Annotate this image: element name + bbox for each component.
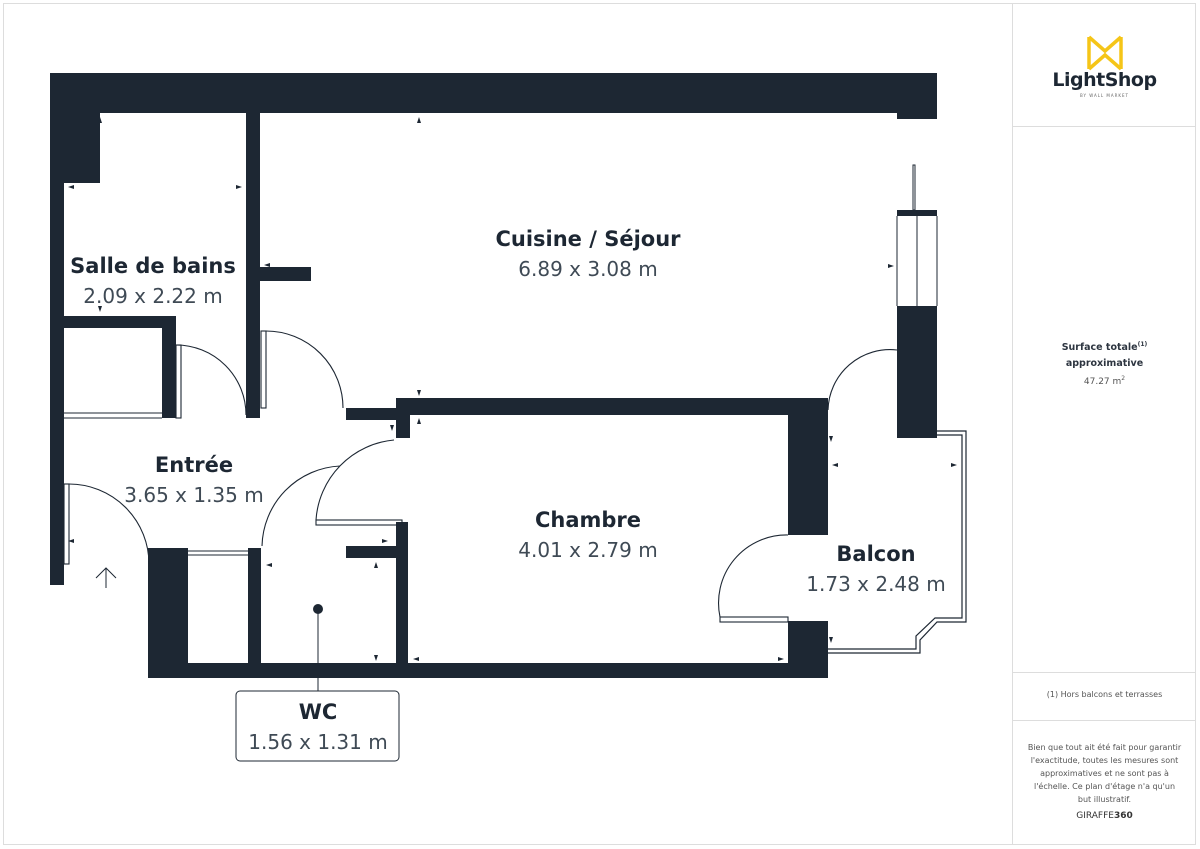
surface-section: Surface totale(1) approximative 47.27 m2 (1013, 127, 1196, 673)
room-dims-salle-de-bains: 2.09 x 2.22 m (83, 284, 222, 308)
giraffe360-brand: GIRAFFE360 (1013, 811, 1196, 821)
room-name-balcon: Balcon (836, 542, 915, 566)
room-dims-balcon: 1.73 x 2.48 m (806, 572, 945, 596)
surface-label-line1: Surface totale (1061, 342, 1138, 354)
giraffe360-bold: 360 (1113, 811, 1133, 821)
surface-label-line2: approximative (1065, 358, 1144, 370)
sidebar: LightShop BY WALL MARKET Surface totale(… (1012, 3, 1196, 845)
room-dims-wc: 1.56 x 1.31 m (248, 730, 387, 754)
giraffe360-light: GIRAFFE (1076, 811, 1114, 821)
room-dims-cuisine-sejour: 6.89 x 3.08 m (518, 257, 657, 281)
lightshop-logo-icon (1087, 35, 1123, 71)
logo-section: LightShop BY WALL MARKET (1013, 3, 1196, 127)
footnote: (1) Hors balcons et terrasses (1046, 690, 1163, 699)
surface-value-number: 47.27 m (1083, 377, 1122, 387)
balcony-outline (828, 430, 967, 654)
brand-name: LightShop (1052, 69, 1157, 91)
room-labels: Salle de bains 2.09 x 2.22 m Cuisine / S… (70, 227, 946, 754)
entrance-arrow-icon (95, 567, 117, 588)
disclaimer-section: Bien que tout ait été fait pour garantir… (1013, 721, 1196, 845)
wc-leader (313, 604, 323, 691)
room-dims-chambre: 4.01 x 2.79 m (518, 538, 657, 562)
surface-value-sup: 2 (1121, 375, 1126, 382)
room-name-entree: Entrée (155, 453, 233, 477)
note-section: (1) Hors balcons et terrasses (1013, 673, 1196, 721)
wc-label-box (235, 690, 400, 762)
room-dims-entree: 3.65 x 1.35 m (124, 483, 263, 507)
room-name-chambre: Chambre (535, 508, 641, 532)
room-name-wc: WC (299, 700, 338, 724)
page-frame (3, 3, 1196, 845)
doors (63, 330, 898, 623)
brand-subtitle: BY WALL MARKET (1079, 93, 1129, 98)
surface-label: Surface totale(1) approximative (1013, 337, 1196, 372)
surface-label-sup: (1) (1137, 341, 1148, 348)
window-lines (64, 164, 938, 556)
surface-value: 47.27 m2 (1013, 375, 1196, 387)
room-name-cuisine-sejour: Cuisine / Séjour (495, 227, 681, 251)
room-name-salle-de-bains: Salle de bains (70, 254, 236, 278)
walls (50, 73, 937, 678)
disclaimer-text: Bien que tout ait été fait pour garantir… (1027, 743, 1182, 804)
dimension-markers (68, 117, 957, 661)
floor-plan: Salle de bains 2.09 x 2.22 m Cuisine / S… (50, 73, 967, 762)
